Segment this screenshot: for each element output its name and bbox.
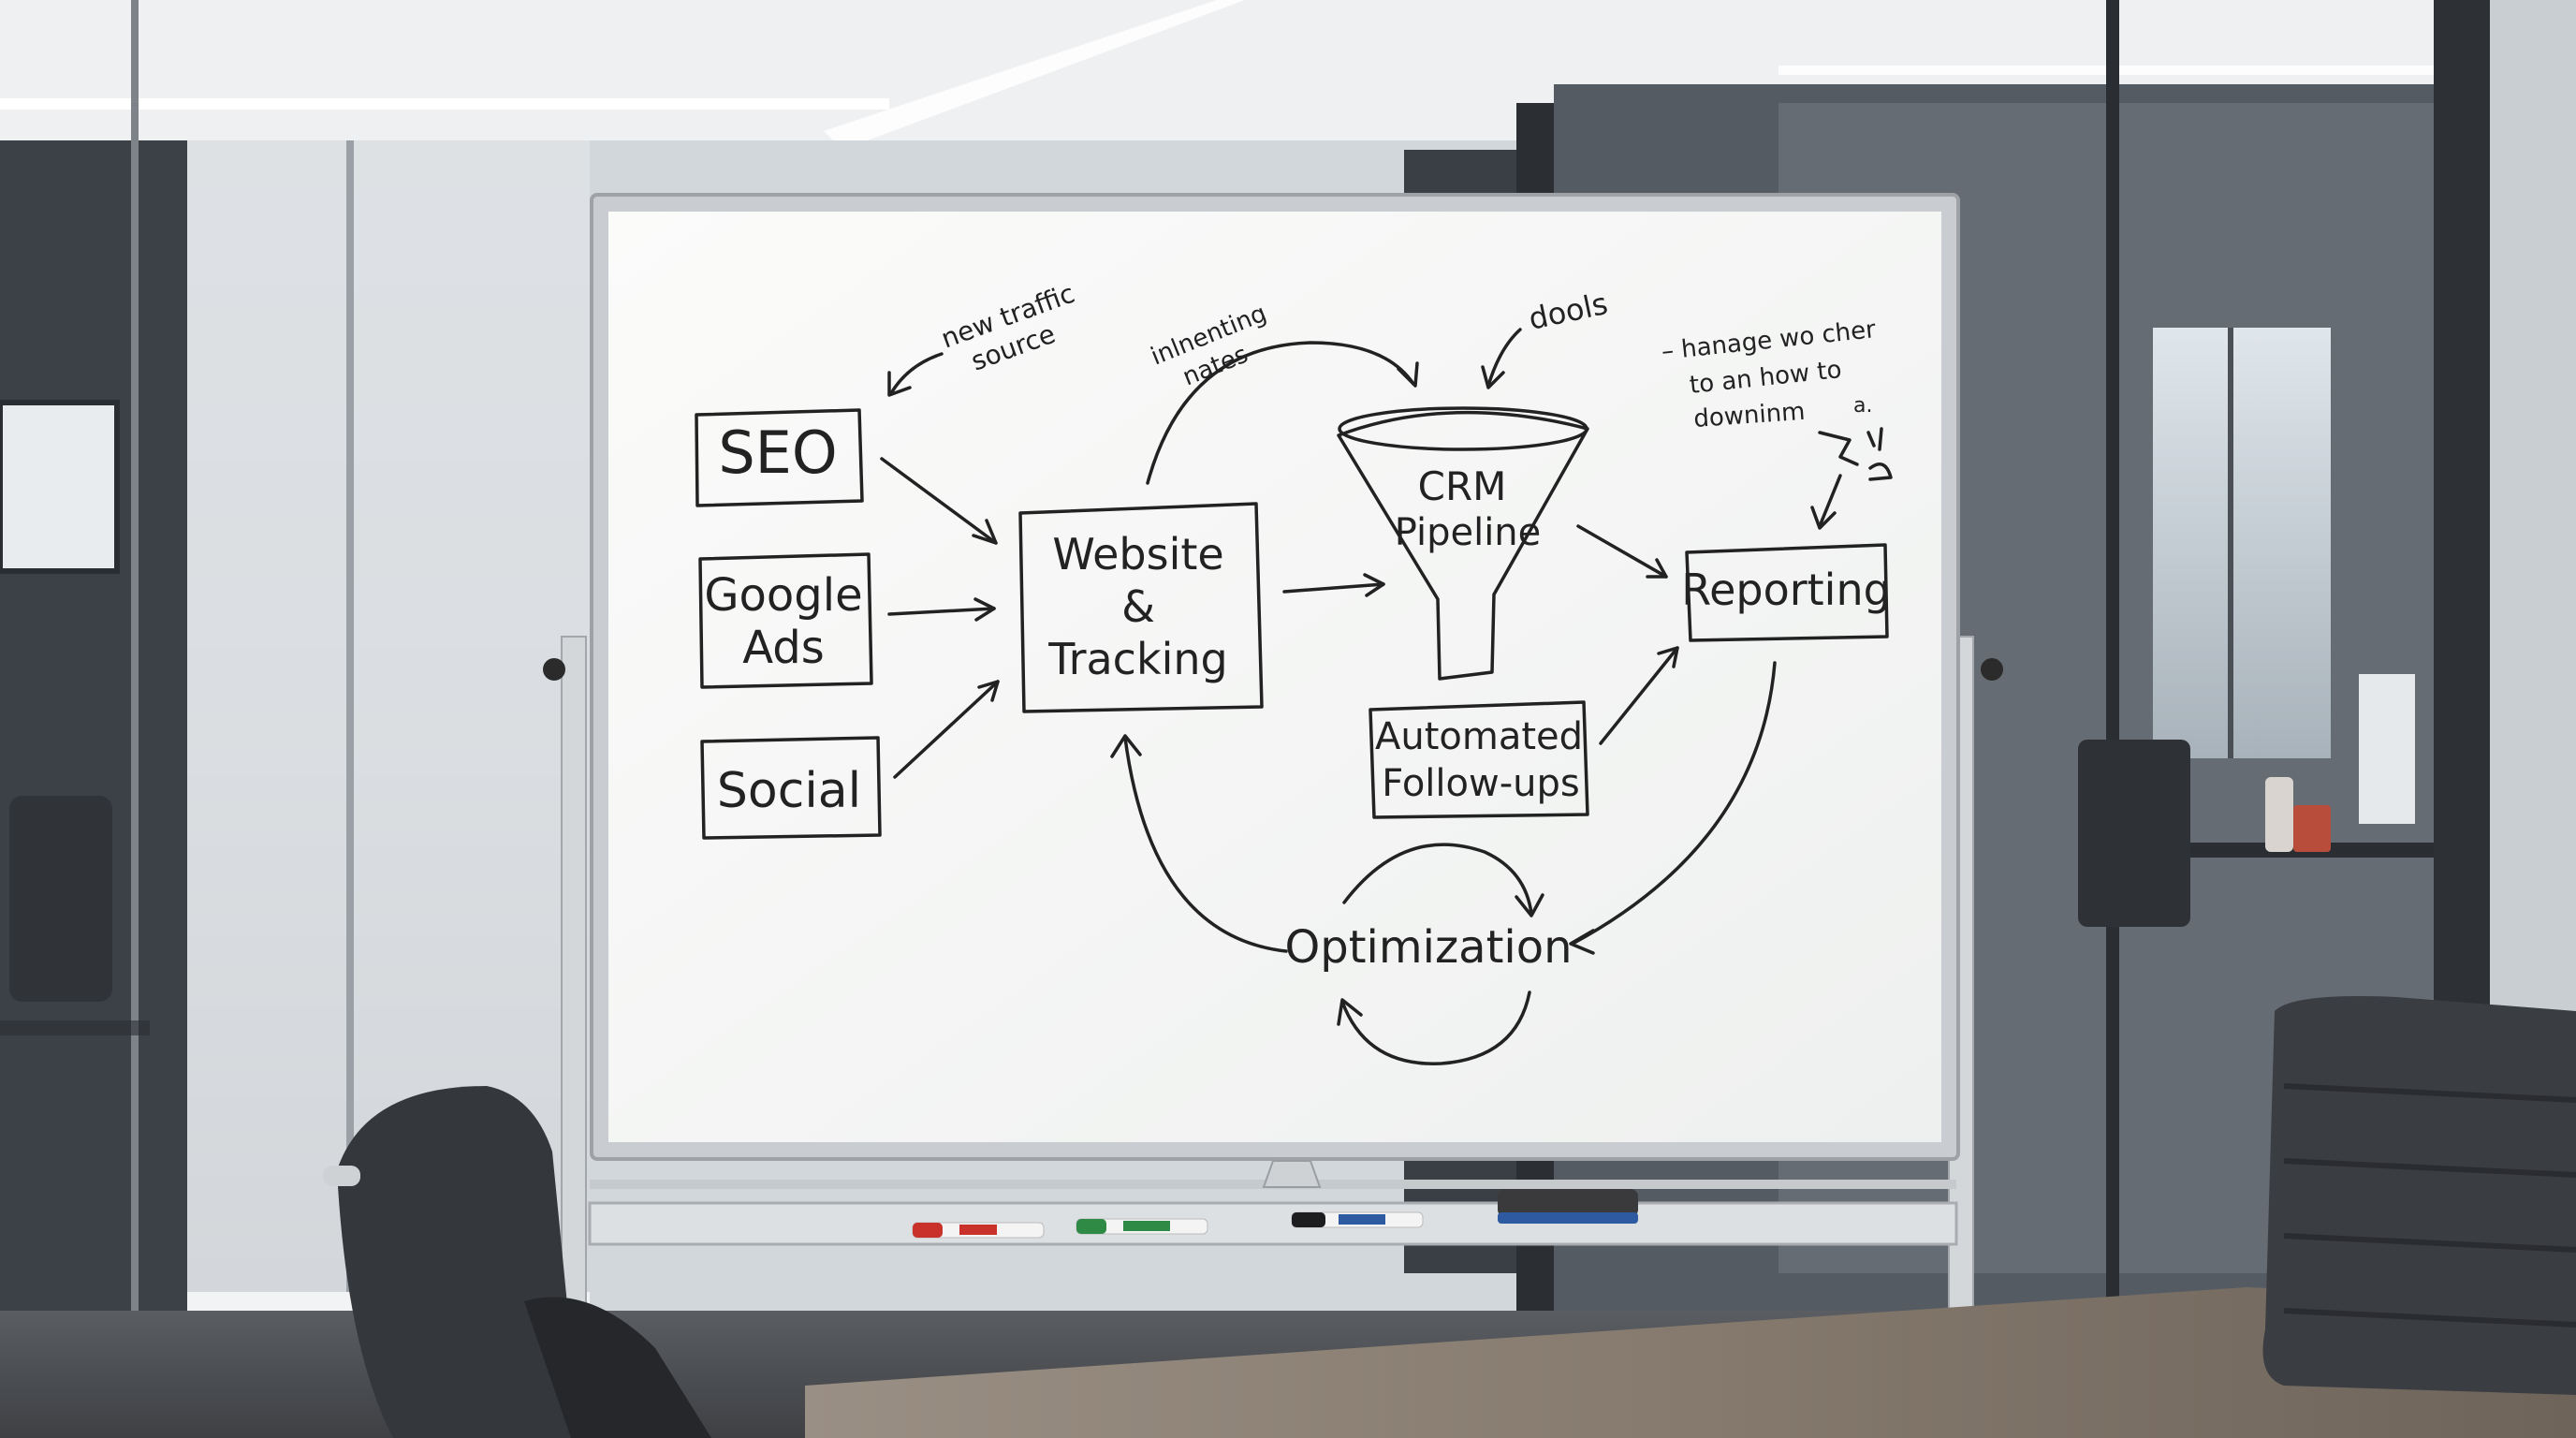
conference-table: [805, 1287, 2576, 1438]
stand-knob[interactable]: [1981, 658, 2003, 681]
glass-mullion: [346, 140, 354, 1357]
node-optimization: Optimization: [1284, 921, 1572, 974]
whiteboard-surface: [608, 212, 1941, 1142]
loop-bottom: [1340, 990, 1531, 1065]
arrow-seo-website: [880, 457, 998, 545]
reporting-box: [1685, 543, 1889, 642]
black-marker[interactable]: [1291, 1211, 1424, 1228]
node-reporting: Reporting: [1681, 565, 1891, 615]
arrow-note: [1818, 474, 1842, 528]
left-wall-screen: [0, 400, 120, 574]
arrow-curve-top: [1146, 341, 1415, 485]
scribble-doodle: [1818, 427, 1893, 481]
node-automated-2: Follow-ups: [1382, 762, 1579, 805]
website-tracking-box: [1018, 502, 1264, 713]
node-google-ads-1: Google: [704, 569, 862, 622]
glass-mullion: [131, 0, 139, 1438]
cup: [2293, 805, 2331, 852]
chair-left: [337, 1086, 580, 1438]
ceiling-light: [0, 98, 889, 110]
stand-post-left: [561, 636, 587, 1312]
node-google-ads-2: Ads: [742, 622, 824, 674]
node-automated-1: Automated: [1375, 715, 1583, 758]
left-dark-wall: [0, 140, 187, 1357]
chair-left-armrest: [323, 1166, 360, 1186]
automated-box: [1368, 700, 1589, 819]
board-hinge: [1262, 1160, 1322, 1188]
arrow-optimization-website: [1123, 736, 1288, 953]
arrow-reporting-optimization: [1571, 661, 1777, 946]
monitor: [2359, 674, 2415, 824]
chair-right: [2262, 996, 2576, 1395]
glass-frame: [2106, 0, 2119, 1348]
chair-right-seams: [2283, 1083, 2576, 1328]
red-marker[interactable]: [912, 1222, 1045, 1239]
arrow-dools: [1486, 328, 1522, 388]
chair-left-front: [524, 1297, 711, 1438]
node-social: Social: [717, 763, 861, 819]
ceiling-light: [824, 0, 1245, 150]
arrow-ads-website: [887, 607, 996, 616]
green-marker[interactable]: [1076, 1218, 1208, 1235]
window-mullion: [2228, 328, 2233, 758]
node-seo: SEO: [718, 418, 837, 487]
loop-top: [1342, 843, 1533, 916]
node-crm-1: CRM: [1418, 463, 1507, 509]
arrow-crm-reporting: [1576, 524, 1668, 579]
google-ads-box: [698, 552, 873, 689]
back-chair: [9, 796, 112, 1002]
marker-tray: [588, 1201, 1958, 1246]
back-chair: [2078, 740, 2190, 927]
stand-knob[interactable]: [543, 658, 565, 681]
annotation-note-mark: a.: [1853, 394, 1872, 418]
social-box: [700, 736, 882, 840]
seo-box: [695, 408, 864, 507]
node-crm-2: Pipeline: [1395, 511, 1542, 554]
node-website-1: Website: [1052, 529, 1223, 580]
crm-funnel: [1337, 410, 1589, 681]
funnel-rim: [1338, 406, 1588, 451]
bottle: [2265, 777, 2293, 852]
node-website-2: &: [1121, 581, 1155, 632]
back-chair-base: [0, 1020, 150, 1035]
arrow-automated-reporting: [1599, 646, 1679, 745]
node-website-3: Tracking: [1047, 634, 1228, 684]
window: [2153, 328, 2331, 758]
arrow-website-crm: [1282, 582, 1385, 594]
arrow-social-website: [893, 680, 1000, 779]
arrow-new-traffic: [889, 352, 944, 395]
diagram-ink: [695, 328, 1893, 1065]
eraser[interactable]: [1498, 1189, 1638, 1224]
